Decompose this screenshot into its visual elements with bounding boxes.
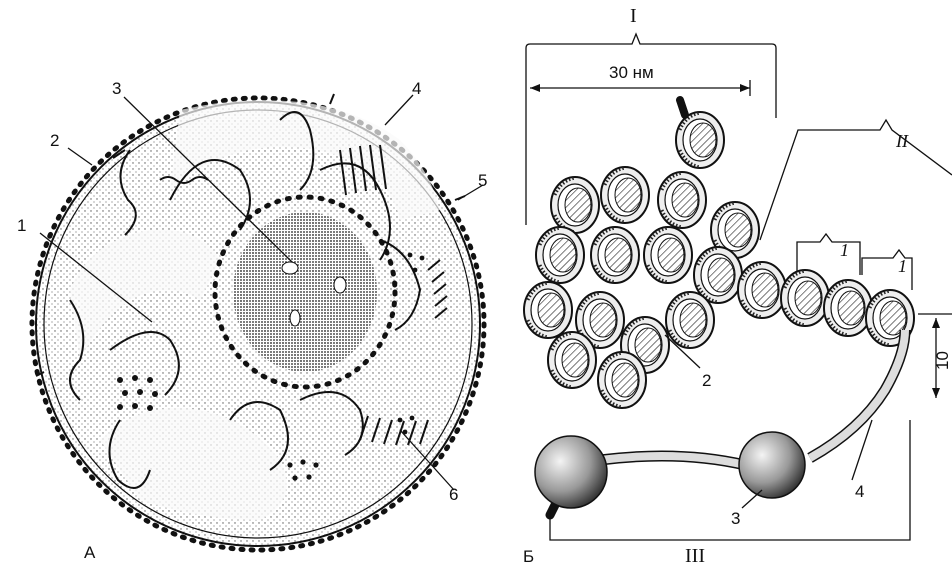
scale-arrow-left [530,84,540,92]
label-1-right: 1 [898,256,907,276]
linker-dna-4 [810,330,905,458]
nucleosome-bead [739,432,805,498]
nucleolus [233,212,377,372]
panel-a-letter: А [84,543,96,562]
solenoid-coil [524,112,759,408]
panel-a-nucleus: 1 2 3 4 5 6 А [17,79,487,562]
nucleolus-spot [290,310,300,326]
leader-line-2 [68,148,92,165]
side-scale-label: 10 [933,351,952,370]
label-b2: 2 [702,371,711,390]
side-arrow-top [932,318,940,328]
label-3: 3 [112,79,121,98]
panel-b-letter: Б [523,547,534,566]
label-2: 2 [50,131,59,150]
leader-line-4 [385,95,413,125]
label-5: 5 [478,171,487,190]
label-1-left: 1 [840,240,849,260]
linker-dna-4 [810,330,905,458]
roman-i: I [630,5,637,27]
nucleosome-bead [535,436,607,508]
label-4: 4 [412,79,421,98]
scale-arrow-right [740,84,750,92]
label-6: 6 [449,485,458,504]
nuclear-pore [330,94,334,104]
scale-label: 30 нм [609,63,654,82]
label-1: 1 [17,216,26,235]
dna-tail-top [680,100,685,115]
nucleosome-row [738,262,914,346]
side-arrow-bottom [932,388,940,398]
panel-b-chromatin: I 30 нм II 1 1 10 [523,5,952,567]
nucleolus-spot [282,262,298,274]
label-b4: 4 [855,482,864,501]
label-b3: 3 [731,509,740,528]
bracket-ii [760,120,952,240]
nucleolus-spot [334,277,346,293]
roman-iii: III [685,545,705,567]
bracket-1a [797,234,860,275]
leader-line-b3 [742,490,762,508]
